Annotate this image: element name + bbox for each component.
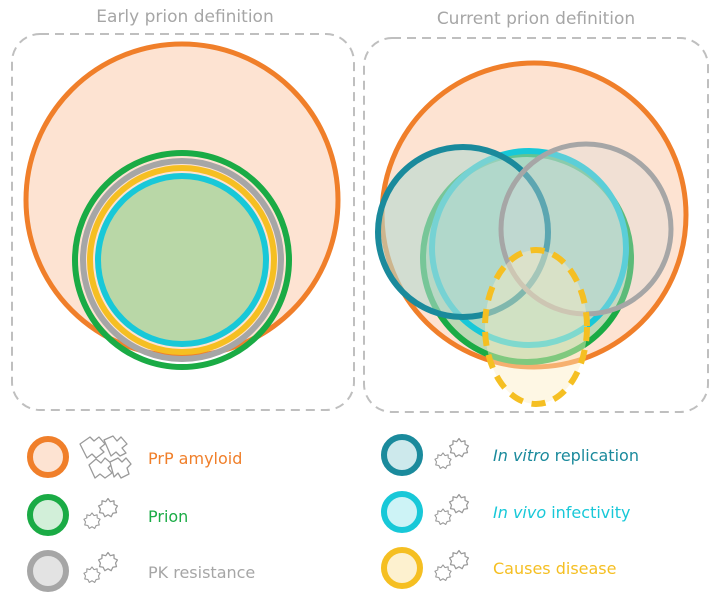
legend-in-vitro-italic: In vitro: [493, 446, 550, 465]
early-panel-frame: [11, 33, 355, 411]
current-panel-title: Current prion definition: [437, 9, 635, 29]
legend-in-vitro-label: In vitro replication: [493, 446, 639, 465]
current-causes-disease-ellipse: [482, 247, 590, 407]
puzzle-pieces-icon: [79, 435, 132, 479]
gear-cluster-icon: [435, 439, 469, 469]
legend-in-vivo-italic: In vivo: [493, 503, 546, 522]
legend-in-vitro-swatch: [381, 434, 423, 476]
early-panel-title: Early prion definition: [96, 7, 273, 27]
gear-cluster-icon: [84, 499, 118, 529]
legend-pk-resistance-swatch: [27, 550, 69, 592]
gear-cluster-icon: [84, 553, 118, 583]
legend-in-vivo: In vivo infectivity: [381, 491, 630, 533]
early-pk-resistance-circle: [80, 158, 284, 362]
early-causes-disease-circle: [87, 165, 277, 355]
legend-prion: Prion: [27, 494, 188, 536]
legend-in-vivo-label: In vivo infectivity: [493, 503, 630, 522]
legend-prp-amyloid: PrP amyloid: [27, 435, 242, 479]
legend-prp-amyloid-label: PrP amyloid: [148, 449, 242, 468]
current-definition-panel: Current prion definition: [363, 9, 709, 413]
legend-causes-disease-swatch: [381, 547, 423, 589]
legend-in-vitro: In vitro replication: [381, 434, 639, 476]
current-panel-frame: [363, 37, 709, 413]
legend-in-vivo-rest: infectivity: [546, 503, 630, 522]
current-in-vitro-circle: [375, 144, 551, 320]
legend-prion-label: Prion: [148, 507, 188, 526]
legend-prion-swatch: [27, 494, 69, 536]
legend-prp-amyloid-swatch: [27, 436, 69, 478]
gear-cluster-icon: [435, 551, 469, 581]
early-definition-panel: Early prion definition: [11, 7, 355, 411]
legend-pk-resistance-label: PK resistance: [148, 563, 255, 582]
legend-in-vitro-rest: replication: [550, 446, 639, 465]
early-prion-circle: [72, 150, 292, 370]
legend-causes-disease-label: Causes disease: [493, 559, 616, 578]
legend-in-vivo-swatch: [381, 491, 423, 533]
gear-cluster-icon: [435, 495, 469, 525]
early-in-vivo-circle: [95, 173, 269, 347]
legend-pk-resistance: PK resistance: [27, 550, 255, 592]
legend-causes-disease: Causes disease: [381, 547, 616, 589]
